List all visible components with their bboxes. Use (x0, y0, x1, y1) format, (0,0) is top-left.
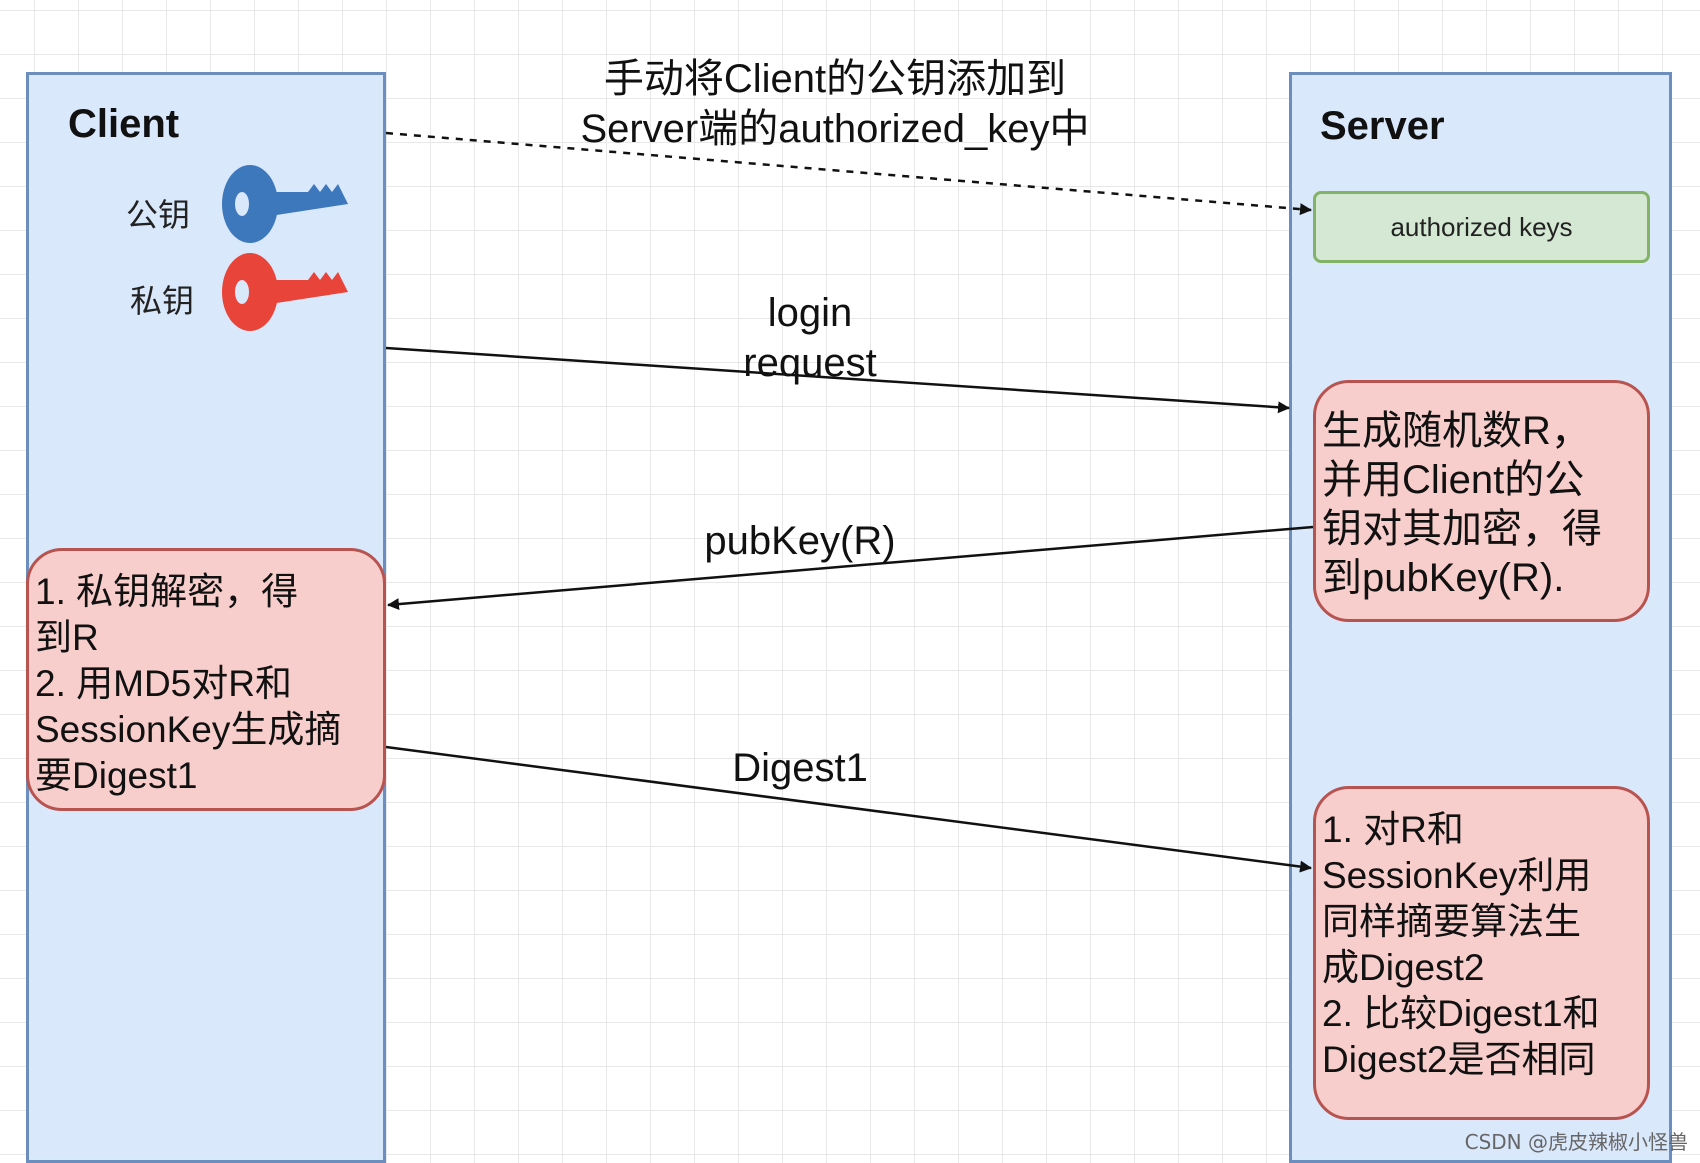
server-generate-random-note: 生成随机数R， 并用Client的公 钥对其加密，得 到pubKey(R). (1313, 380, 1650, 622)
add-key-annotation: 手动将Client的公钥添加到 Server端的authorized_key中 (580, 57, 1090, 151)
client-title: Client (68, 102, 180, 146)
watermark: CSDN @虎皮辣椒小怪兽 (1464, 1130, 1688, 1154)
server-verify-digest-note: 1. 对R和 SessionKey利用 同样摘要算法生 成Digest2 2. … (1313, 786, 1650, 1120)
public-key-icon (222, 165, 348, 243)
authorized-keys-box: authorized keys (1313, 191, 1650, 263)
server-title: Server (1320, 104, 1445, 148)
public-key-label: 公钥 (126, 196, 191, 234)
add-key-arrow (385, 131, 1312, 216)
digest1-arrow (385, 745, 1312, 873)
client-decrypt-note: 1. 私钥解密，得 到R 2. 用MD5对R和 SessionKey生成摘 要D… (26, 548, 386, 811)
pubkey-r-arrow (387, 525, 1314, 611)
digest1-label: Digest1 (732, 746, 868, 790)
pubkey-r-label: pubKey(R) (704, 519, 896, 563)
login-request-arrow (385, 346, 1290, 414)
private-key-icon (222, 253, 348, 331)
login-request-label: login request (743, 291, 877, 385)
private-key-label: 私钥 (130, 282, 195, 320)
